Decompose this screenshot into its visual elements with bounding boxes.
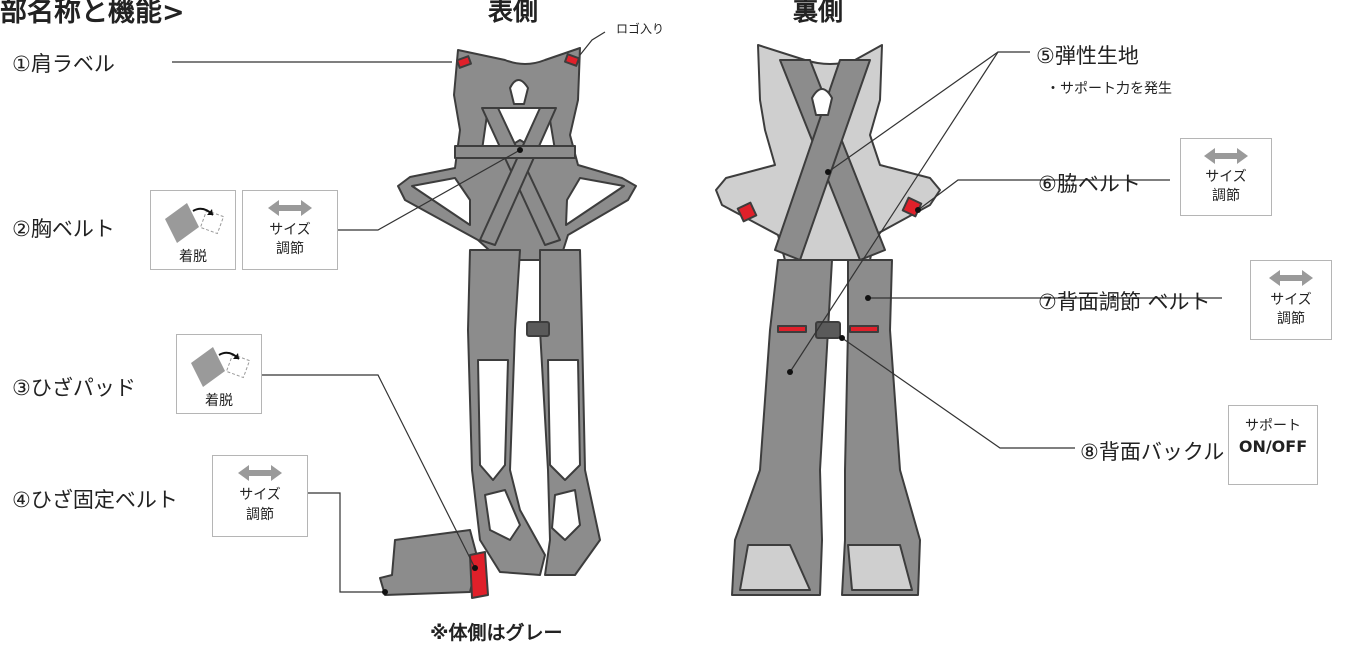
detach-icon (165, 203, 225, 243)
size-caption-1: サイズ (269, 222, 311, 238)
size-caption-2: 調節 (1212, 188, 1240, 204)
back-adjust-belt-red-right (849, 325, 879, 333)
leader-dots (382, 147, 921, 595)
size-caption-1: サイズ (239, 487, 281, 503)
part-label-side-belt: ⑥脇ベルト (1038, 172, 1141, 196)
front-shoulder-label-left (455, 55, 473, 69)
front-right-foot (551, 489, 581, 541)
footnote: ※体側はグレー (430, 622, 563, 644)
front-side-title: 表側 (488, 0, 539, 26)
support-onoff-box: サポート ON/OFF (1228, 405, 1318, 485)
leader-lines (172, 31, 1222, 593)
detach-icon-box-chest: 着脱 (150, 190, 236, 270)
double-arrow-icon (1204, 148, 1248, 164)
front-buckle (526, 321, 550, 337)
detach-icon-box-knee: 着脱 (176, 334, 262, 414)
size-icon-box-knee: サイズ 調節 (212, 455, 308, 537)
front-right-leg-window (547, 359, 581, 481)
front-chest-belt (454, 145, 576, 159)
part-label-knee-belt: ④ひざ固定ベルト (12, 488, 178, 512)
double-arrow-icon (238, 465, 282, 481)
double-arrow-icon (1269, 270, 1313, 286)
back-left-leg (731, 259, 833, 596)
front-right-wing (565, 177, 625, 226)
front-shoulder-label-right (563, 53, 581, 67)
page-title: 部名称と機能> (0, 0, 185, 28)
front-left-leg-window (477, 359, 509, 481)
back-right-foot (847, 544, 913, 591)
back-buckle (815, 321, 841, 339)
size-caption-1: サイズ (1270, 292, 1312, 308)
back-right-leg (841, 259, 921, 596)
size-caption-1: サイズ (1205, 169, 1247, 185)
back-neck-hole (811, 88, 833, 116)
logo-note: ロゴ入り (616, 22, 665, 36)
detach-icon (191, 347, 251, 387)
back-left-foot (739, 544, 811, 591)
front-knee-fixing-belt (379, 529, 479, 596)
size-caption-2: 調節 (246, 507, 274, 523)
detach-caption: 着脱 (179, 249, 207, 265)
back-side-title: 裏側 (793, 0, 844, 26)
support-caption: サポート (1245, 418, 1301, 434)
back-side-belt-red-left (736, 201, 758, 223)
part-label-knee-pad: ③ひざパッド (12, 376, 136, 400)
support-onoff-label: ON/OFF (1238, 437, 1308, 456)
size-caption-2: 調節 (276, 241, 304, 257)
size-icon-box-back: サイズ 調節 (1250, 260, 1332, 340)
double-arrow-icon (268, 200, 312, 216)
front-suit (379, 47, 637, 599)
part-label-back-adjust: ⑦背面調節 ベルト (1038, 290, 1211, 314)
back-suit (715, 44, 941, 596)
front-cross-strap-b (479, 107, 557, 246)
part-label-shoulder: ①肩ラベル (12, 52, 115, 76)
detach-caption: 着脱 (205, 393, 233, 409)
size-caption-2: 調節 (1277, 311, 1305, 327)
back-adjust-belt-red-left (777, 325, 807, 333)
part-label-back-buckle: ⑧背面バックル (1080, 440, 1225, 464)
front-knee-pad (469, 551, 489, 599)
front-left-wing (411, 177, 471, 226)
size-icon-box-chest: サイズ 調節 (242, 190, 338, 270)
part-label-elastic: ⑤弾性生地 (1036, 44, 1139, 68)
front-neck-hole (509, 79, 529, 105)
size-icon-box-side: サイズ 調節 (1180, 138, 1272, 216)
part-label-chest-belt: ②胸ベルト (12, 217, 115, 241)
part-sub-elastic: ・サポート力を発生 (1046, 81, 1172, 97)
front-left-foot (484, 489, 521, 541)
